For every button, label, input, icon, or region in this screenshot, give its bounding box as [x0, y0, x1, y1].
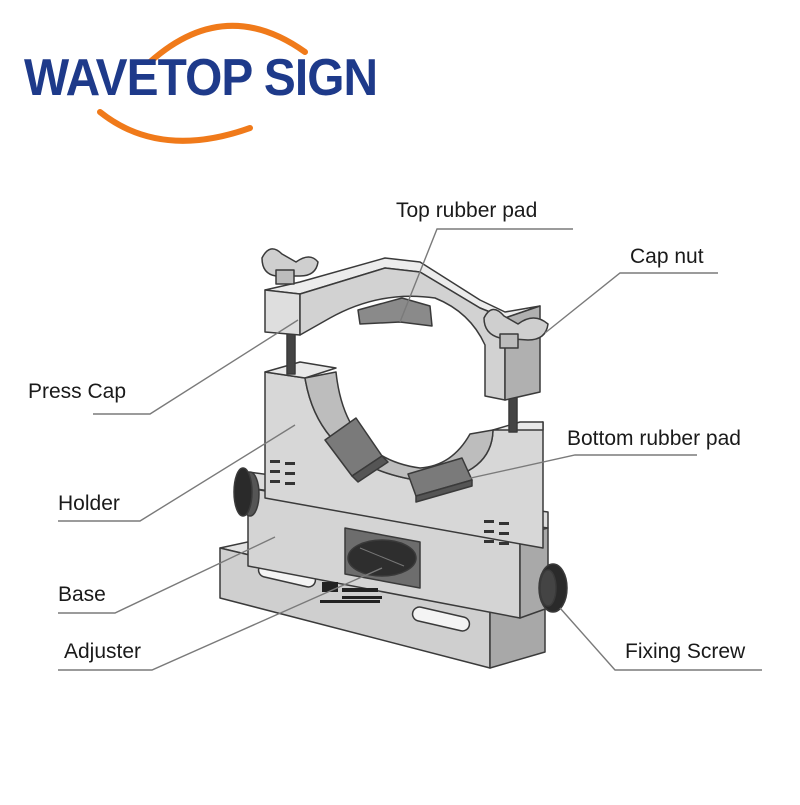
leader-press-cap — [93, 319, 299, 415]
adjuster-wheel-ridge — [359, 547, 405, 567]
adjuster-wheel — [347, 539, 417, 577]
label-base: Base — [58, 583, 106, 606]
label-holder: Holder — [58, 492, 120, 515]
logo-arc-bottom — [97, 109, 253, 144]
holder-vent-marks-right — [484, 520, 509, 545]
logo-arc-top — [147, 22, 308, 65]
cap-nut-left — [261, 248, 319, 285]
brand-logo-text: WAVETOP SIGN — [24, 49, 378, 107]
leader-top-rubber-pad — [399, 228, 573, 323]
left-knob — [233, 467, 253, 517]
cap-nut-right — [483, 308, 549, 349]
fixing-screw-knob-face — [539, 569, 557, 607]
plate-slot-right — [411, 606, 471, 632]
label-top-rubber-pad: Top rubber pad — [396, 199, 538, 222]
laser-tube-holder-illustration — [219, 248, 568, 669]
leader-lines — [58, 228, 762, 671]
leader-base — [58, 536, 276, 614]
label-adjuster: Adjuster — [64, 640, 142, 663]
press-cap-front — [299, 267, 506, 401]
bottom-rubber-pad-left-face — [351, 455, 389, 483]
label-bottom-rubber-pad: Bottom rubber pad — [567, 427, 741, 450]
label-press-cap: Press Cap — [28, 380, 127, 403]
base-engraving — [320, 582, 382, 603]
label-fixing-screw: Fixing Screw — [625, 640, 746, 663]
holder-vent-marks-left — [270, 460, 295, 485]
leader-cap-nut — [544, 272, 718, 334]
label-cap-nut: Cap nut — [630, 245, 704, 268]
leader-fixing-screw — [559, 607, 762, 671]
top-rubber-pad — [357, 297, 433, 327]
holder-top-right — [492, 421, 544, 431]
leader-bottom-rubber-pad — [429, 454, 697, 488]
press-cap-left-block — [264, 289, 301, 336]
bottom-rubber-pad-right-face — [415, 479, 473, 503]
leader-adjuster — [58, 567, 383, 671]
leader-holder — [58, 424, 296, 522]
